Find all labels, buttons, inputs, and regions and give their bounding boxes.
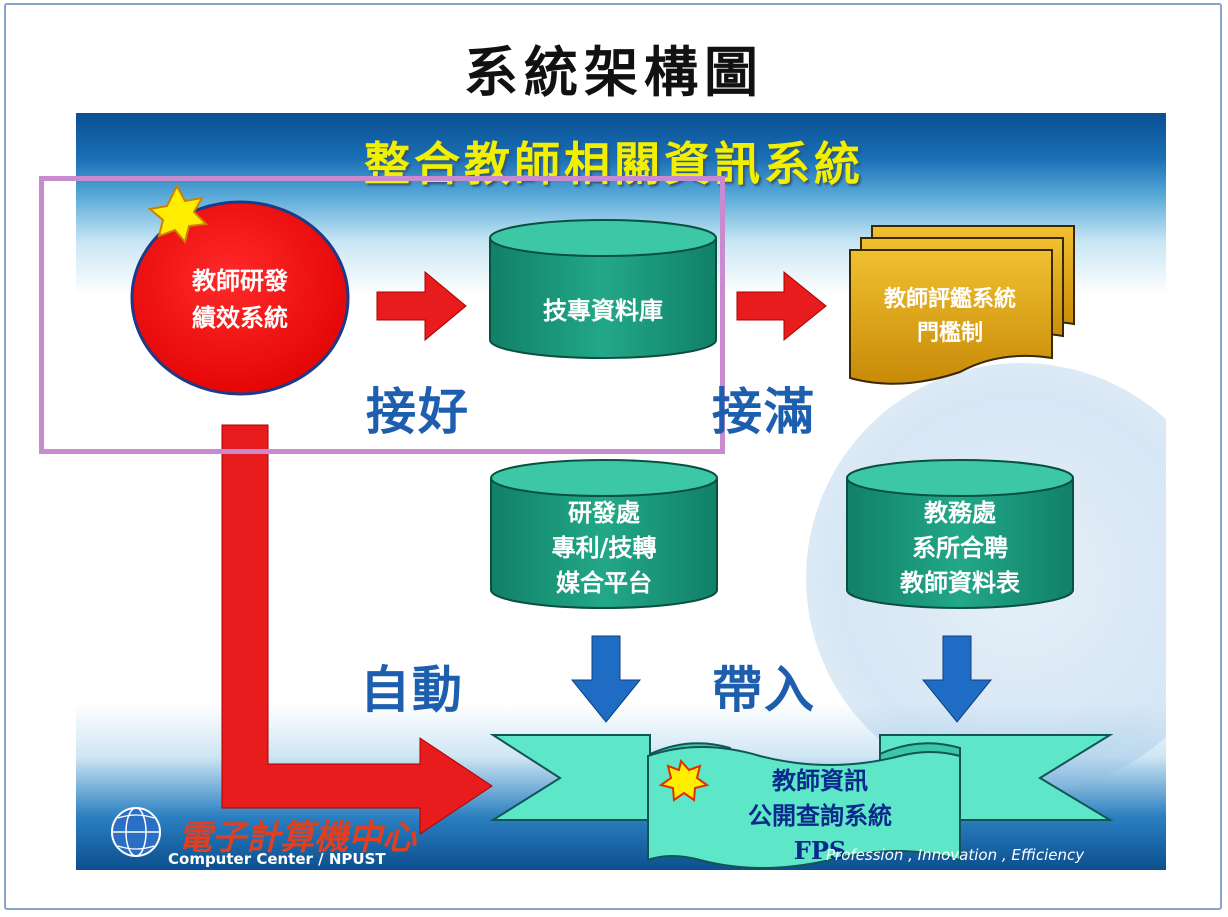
- rd-office-label: 研發處 專利/技轉 媒合平台: [551, 498, 657, 597]
- label-bring-in: 帶入: [712, 661, 816, 719]
- highlight-box: [39, 176, 725, 454]
- npust-globe-logo: [111, 807, 161, 857]
- label-auto: 自動: [360, 661, 464, 719]
- evaluation-documents: [849, 225, 1075, 385]
- academic-office-cylinder: [846, 459, 1074, 609]
- blue-arrow-rd-to-fps: [570, 635, 642, 723]
- red-arrow-to-evaluation: [736, 270, 827, 342]
- rd-office-cylinder: [490, 459, 718, 609]
- evaluation-system-label: 教師評鑑系統 門檻制: [883, 286, 1016, 347]
- red-arrow-to-database: [376, 270, 467, 342]
- academic-office-label: 教務處 系所合聘 教師資料表: [900, 498, 1020, 597]
- footer-center-name-en: Computer Center / NPUST: [168, 850, 386, 868]
- footer-motto: Profession , Innovation , Efficiency: [826, 846, 1085, 864]
- tech-database-cylinder: [489, 219, 717, 359]
- fps-ribbon-banner: [489, 734, 1114, 869]
- star-icon: [147, 183, 209, 245]
- fps-label: 教師資訊 公開查詢系統 FPS: [748, 766, 892, 865]
- footer-center-name-cn: 電子計算機中心: [178, 818, 416, 858]
- performance-system-label: 教師研發 績效系統: [192, 266, 288, 333]
- performance-system-node: [130, 200, 350, 396]
- fps-star-icon: [658, 758, 710, 802]
- red-arrow-auto-to-fps: [221, 424, 493, 835]
- label-connect-good: 接好: [366, 383, 470, 441]
- blue-arrow-academic-to-fps: [921, 635, 993, 723]
- page-title: 系統架構圖: [464, 40, 764, 104]
- slide-title: 整合教師相關資訊系統: [364, 137, 864, 191]
- tech-database-label: 技專資料庫: [543, 296, 663, 325]
- label-connect-full: 接滿: [712, 383, 816, 441]
